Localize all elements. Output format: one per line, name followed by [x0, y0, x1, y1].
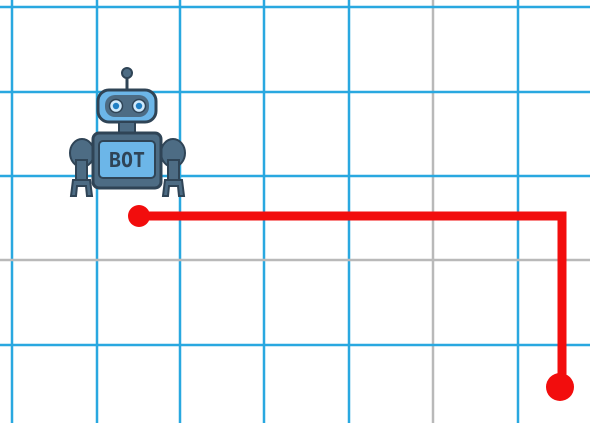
- path-start-dot: [128, 205, 150, 227]
- robot-arm-right: [168, 160, 179, 180]
- robot-label: BOT: [109, 148, 145, 172]
- path-end-dot: [546, 373, 574, 401]
- robot-eye-right-pupil: [136, 103, 142, 109]
- robot-eye-left-pupil: [113, 103, 119, 109]
- robot-antenna-tip: [122, 68, 132, 78]
- robot-arm-left: [76, 160, 87, 180]
